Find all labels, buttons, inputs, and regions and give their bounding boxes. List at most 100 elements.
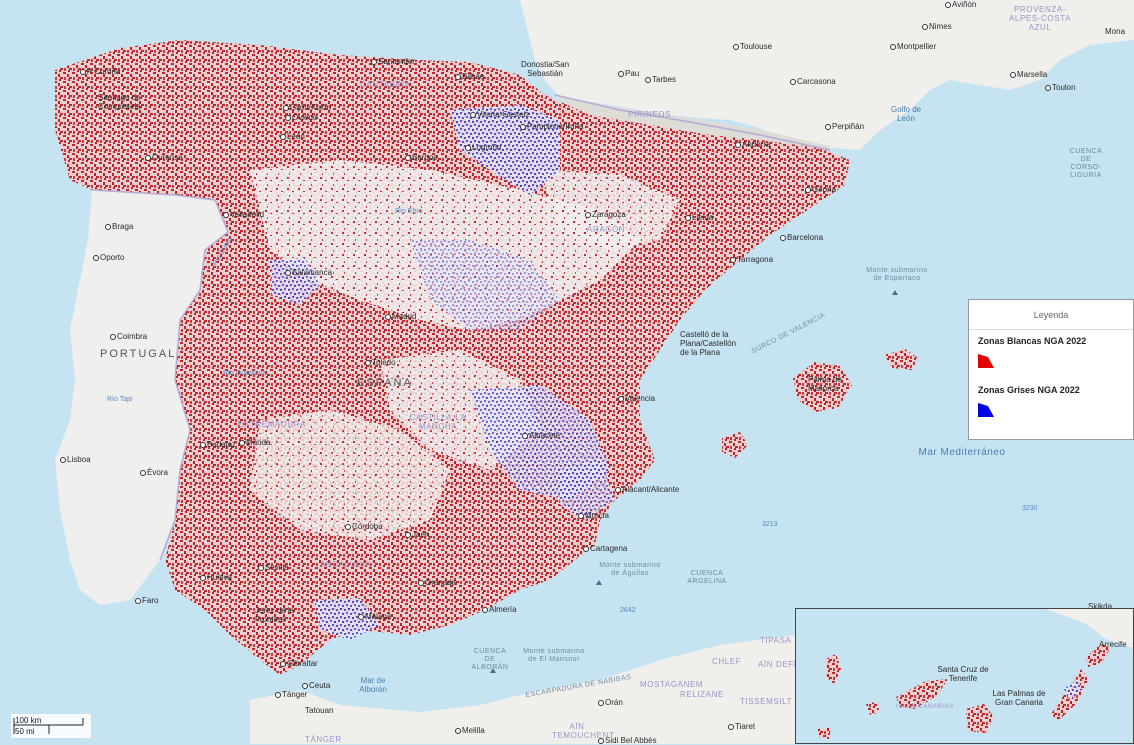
depth-label-3230: 3230 xyxy=(1022,505,1038,512)
water-label-mar-mediterraneo: Mar Mediterráneo xyxy=(918,447,1006,458)
city-label-carcasona: Carcasona xyxy=(790,77,836,86)
city-label-montpellier: Montpellier xyxy=(890,42,936,51)
country-label-spain: ESPAÑA xyxy=(357,377,413,389)
canary-islands-map xyxy=(818,609,1133,739)
city-label-avinon: Aviñón xyxy=(945,0,976,9)
blue-cluster-malaga xyxy=(315,598,380,640)
scale-bar-graphic xyxy=(13,718,84,734)
city-label-merida: Mérida xyxy=(239,438,270,447)
river-label-ebro: Río Ebro xyxy=(395,208,423,215)
city-label-sevilla: Sevilla xyxy=(258,563,289,572)
city-label-marsella: Marsella xyxy=(1010,70,1047,79)
scale-label-mi: 50 mi xyxy=(15,727,35,736)
city-label-almeria: Almería xyxy=(482,605,517,614)
city-label-donostia: Donostia/San Sebastián xyxy=(520,60,570,78)
city-label-palma: Palma de Mallorca xyxy=(808,375,842,393)
city-label-coimbra: Coimbra xyxy=(110,332,147,341)
blue-cluster-madrid xyxy=(410,240,560,330)
la-gomera-island xyxy=(866,702,880,715)
water-label-monte-aguilas: Monte submarino de Águilas xyxy=(599,562,661,577)
scale-label-km: 100 km xyxy=(15,716,42,725)
city-label-girona: Girona xyxy=(805,185,836,194)
city-label-arrecife: Arrecife xyxy=(1099,640,1127,649)
el-hierro-island xyxy=(818,727,831,739)
water-label-golfo-leon: Golfo de León xyxy=(890,105,922,123)
city-label-tatouan: Tatouan xyxy=(305,706,334,715)
city-label-oviedo: Oviedo xyxy=(285,113,317,122)
legend-title: Leyenda xyxy=(969,300,1133,330)
region-label-cantabria: CANTABRIA xyxy=(360,80,411,89)
city-label-santander: Santander xyxy=(371,57,415,66)
south-light-zone xyxy=(250,410,450,540)
ibiza-island xyxy=(722,432,748,458)
region-label-ain-defla: AÏN DEFLA xyxy=(758,660,805,669)
water-label-cuenca-argelina: CUENCA ARGELINA xyxy=(687,570,727,585)
border-line xyxy=(554,94,831,151)
city-label-vitoria: Vitoria-Gasteiz xyxy=(470,110,529,119)
city-label-lleida: Lleida xyxy=(685,213,713,222)
city-label-sidi: Sidi Bel Abbès xyxy=(598,736,657,745)
city-label-logrono: Logroño xyxy=(465,143,501,152)
river-label-guadiana: Río Guadiana xyxy=(223,370,267,377)
region-label-andalucia: ANDALUCÍA xyxy=(320,560,372,569)
city-label-santiago: Santiago de Compostela xyxy=(98,93,141,111)
region-label-aragon: ARAGÓN xyxy=(587,225,626,234)
city-label-santa-cruz: Santa Cruz de Tenerife xyxy=(937,665,989,683)
city-label-madrid: Madrid xyxy=(385,312,416,321)
city-label-oporto: Oporto xyxy=(93,253,124,262)
legend-panel: Leyenda Zonas Blancas NGA 2022 Zonas Gri… xyxy=(968,299,1134,440)
water-label-cuenca-alboran: CUENCA DE ALBORÁN xyxy=(471,648,509,671)
city-label-tiaret: Tiaret xyxy=(728,722,755,731)
depth-label-2642: 2642 xyxy=(620,607,636,614)
river-label-tajo: Río Tajo xyxy=(107,396,133,403)
border-portugal xyxy=(91,189,229,561)
city-label-gijon: Gijón/Xixón xyxy=(283,103,331,112)
tenerife-island xyxy=(896,679,948,709)
city-label-castellon: Castelló de la Plana/Castellón de la Pla… xyxy=(680,330,737,357)
city-label-evora: Évora xyxy=(140,468,168,477)
city-label-pau: Pau xyxy=(618,69,639,78)
city-label-tanger: Tánger xyxy=(275,690,307,699)
city-label-bilbao: Bilbao xyxy=(455,72,484,81)
city-label-gibraltar: Gibraltar xyxy=(280,659,318,668)
region-label-provenza: PROVENZA-ALPES-COSTA AZUL xyxy=(1008,5,1072,32)
city-label-toulon: Toulon xyxy=(1045,83,1076,92)
city-label-valladolid: Valladolid xyxy=(223,210,264,219)
france-land xyxy=(520,0,1134,150)
city-label-las-palmas: Las Palmas de Gran Canaria xyxy=(992,689,1046,707)
region-label-canarias: ISLAS CANARIAS xyxy=(896,704,954,710)
city-label-monaco: Mona xyxy=(1105,27,1126,36)
city-label-ourense: Ourense xyxy=(145,153,183,162)
city-label-melilla: Melilla xyxy=(455,726,485,735)
menorca-island xyxy=(884,349,918,370)
la-palma-island xyxy=(826,654,841,684)
water-label-monte-espartaco: Monte submarino de Espartaco xyxy=(866,267,928,282)
city-label-nimes: Nimes xyxy=(922,22,952,31)
water-label-cuenca-corso: CUENCA DE CORSO-LIGURIA xyxy=(1069,148,1103,179)
city-label-coruna: A Coruña xyxy=(80,67,120,76)
city-label-valencia: Valencia xyxy=(618,394,655,403)
africa-coast-inset xyxy=(1046,609,1133,649)
city-label-tarragona: Tarragona xyxy=(730,255,773,264)
portugal-land xyxy=(55,190,228,605)
region-label-pirineos: PIRINEOS xyxy=(628,110,672,119)
city-label-huelva: Huelva xyxy=(200,573,232,582)
city-label-skikda: Skikda xyxy=(1088,602,1113,611)
city-label-zaragoza: Zaragoza xyxy=(585,210,626,219)
city-label-cordoba: Córdoba xyxy=(345,522,383,531)
city-label-barcelona: Barcelona xyxy=(780,233,823,242)
lanzarote-island xyxy=(1086,644,1111,667)
city-label-jerez: Jerez de la Frontera xyxy=(255,606,295,624)
scale-bar: 100 km 50 mi xyxy=(11,714,91,738)
canary-islands-inset[interactable]: Santa Cruz de Tenerife Las Palmas de Gra… xyxy=(795,608,1134,744)
city-label-leon: León xyxy=(280,132,305,141)
legend-label-grey-zones: Zonas Grises NGA 2022 xyxy=(978,385,1080,395)
blue-cluster-murcia xyxy=(560,460,615,520)
region-label-castilla: CASTILLA-LA MANCHA xyxy=(409,413,467,431)
region-label-chlef: CHLEF xyxy=(712,657,742,666)
city-label-murcia: Murcia xyxy=(578,511,609,520)
city-label-pamplona: Pamplona/Iruña xyxy=(520,122,583,131)
city-label-faro: Faro xyxy=(135,596,158,605)
legend-swatch-red xyxy=(978,354,994,368)
city-label-albacete: Albacete xyxy=(522,431,560,440)
